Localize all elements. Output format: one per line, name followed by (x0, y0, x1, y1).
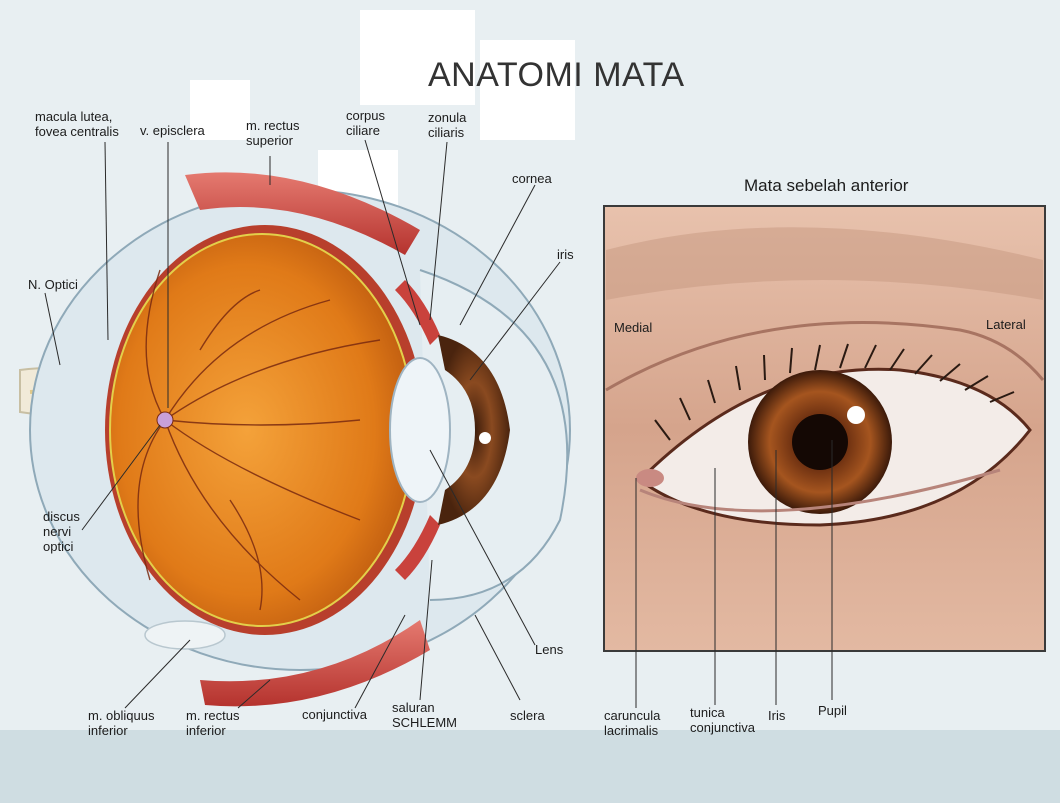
label-pupil: Pupil (818, 703, 847, 718)
label-zonula-ciliaris: zonula ciliaris (428, 110, 466, 140)
label-m-obliquus-inferior: m. obliquus inferior (88, 708, 154, 738)
label-tunica-conjunctiva: tunica conjunctiva (690, 705, 755, 735)
label-iris-side: iris (557, 247, 574, 262)
label-iris-anterior: Iris (768, 708, 785, 723)
label-m-rectus-inferior: m. rectus inferior (186, 708, 239, 738)
label-caruncula-lacrimalis: caruncula lacrimalis (604, 708, 660, 738)
label-lens: Lens (535, 642, 563, 657)
label-corpus-ciliare: corpus ciliare (346, 108, 385, 138)
diagram-title: ANATOMI MATA (428, 56, 685, 95)
anterior-eye-panel (604, 206, 1045, 651)
label-macula-lutea: macula lutea, fovea centralis (35, 109, 119, 139)
label-saluran-schlemm: saluran SCHLEMM (392, 700, 457, 730)
label-discus-nervi-optici: discus nervi optici (43, 509, 80, 554)
label-m-rectus-superior: m. rectus superior (246, 118, 299, 148)
label-medial: Medial (614, 320, 652, 335)
label-lateral: Lateral (986, 317, 1026, 332)
label-sclera: sclera (510, 708, 545, 723)
label-n-optici: N. Optici (28, 277, 78, 292)
label-v-episclera: v. episclera (140, 123, 205, 138)
label-conjunctiva: conjunctiva (302, 707, 367, 722)
label-cornea: cornea (512, 171, 552, 186)
anterior-panel-title: Mata sebelah anterior (744, 176, 908, 196)
